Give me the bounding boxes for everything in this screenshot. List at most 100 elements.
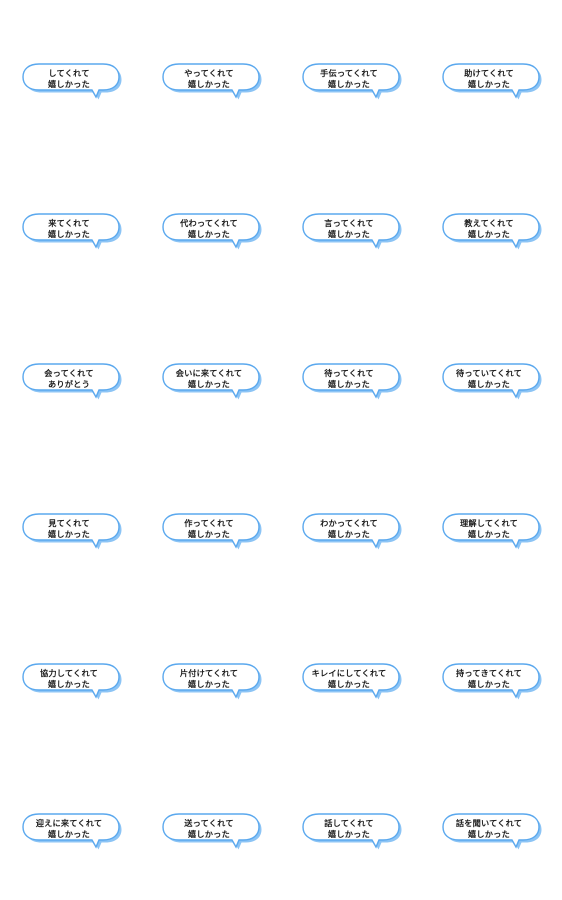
- sticker-line-2: 嬉しかった: [188, 79, 230, 89]
- sticker-9[interactable]: 会ってくれて ありがとう: [1, 300, 141, 450]
- sticker-text: 待ってくれて 嬉しかった: [303, 364, 395, 394]
- sticker-17[interactable]: 協力してくれて 嬉しかった: [1, 600, 141, 750]
- sticker-12[interactable]: 待っていてくれて 嬉しかった: [421, 300, 561, 450]
- speech-bubble-icon: [302, 63, 402, 100]
- sticker-11[interactable]: 待ってくれて 嬉しかった: [281, 300, 421, 450]
- sticker-line-1: 会ってくれて: [44, 368, 94, 378]
- sticker-16[interactable]: 理解してくれて 嬉しかった: [421, 450, 561, 600]
- sticker-line-2: 嬉しかった: [48, 829, 90, 839]
- sticker-line-1: やってくれて: [184, 68, 234, 78]
- speech-bubble-icon: [162, 813, 262, 850]
- sticker-line-2: 嬉しかった: [468, 79, 510, 89]
- sticker-line-2: 嬉しかった: [468, 229, 510, 239]
- speech-bubble-icon: [442, 213, 542, 250]
- sticker-line-1: 教えてくれて: [464, 218, 514, 228]
- sticker-14[interactable]: 作ってくれて 嬉しかった: [141, 450, 281, 600]
- sticker-line-1: 持ってきてくれて: [456, 668, 522, 678]
- speech-bubble-icon: [302, 363, 402, 400]
- sticker-line-1: 話を聞いてくれて: [455, 818, 523, 828]
- sticker-line-2: 嬉しかった: [468, 679, 510, 689]
- speech-bubble-icon: [22, 63, 122, 100]
- sticker-text: 作ってくれて 嬉しかった: [163, 514, 255, 544]
- sticker-line-2: 嬉しかった: [48, 229, 90, 239]
- sticker-line-1: わかってくれて: [320, 518, 378, 528]
- sticker-text: 話を聞いてくれて 嬉しかった: [443, 814, 535, 844]
- sticker-line-2: 嬉しかった: [328, 529, 370, 539]
- sticker-line-1: 来てくれて: [48, 218, 90, 228]
- sticker-text: 持ってきてくれて 嬉しかった: [443, 664, 535, 694]
- sticker-line-1: 協力してくれて: [40, 668, 98, 678]
- sticker-text: 理解してくれて 嬉しかった: [443, 514, 535, 544]
- sticker-line-1: 待っていてくれて: [456, 368, 522, 378]
- sticker-line-2: 嬉しかった: [188, 229, 230, 239]
- speech-bubble-icon: [442, 663, 542, 700]
- sticker-1[interactable]: してくれて 嬉しかった: [1, 0, 141, 150]
- sticker-line-2: ありがとう: [48, 379, 90, 389]
- sticker-6[interactable]: 代わってくれて 嬉しかった: [141, 150, 281, 300]
- sticker-line-2: 嬉しかった: [468, 529, 510, 539]
- sticker-text: してくれて 嬉しかった: [23, 64, 115, 94]
- sticker-7[interactable]: 言ってくれて 嬉しかった: [281, 150, 421, 300]
- sticker-21[interactable]: 迎えに来てくれて 嬉しかった: [1, 750, 141, 900]
- sticker-5[interactable]: 来てくれて 嬉しかった: [1, 150, 141, 300]
- sticker-text: 教えてくれて 嬉しかった: [443, 214, 535, 244]
- speech-bubble-icon: [302, 213, 402, 250]
- sticker-20[interactable]: 持ってきてくれて 嬉しかった: [421, 600, 561, 750]
- sticker-19[interactable]: キレイにしてくれて 嬉しかった: [281, 600, 421, 750]
- speech-bubble-icon: [22, 663, 122, 700]
- sticker-text: 迎えに来てくれて 嬉しかった: [23, 814, 115, 844]
- sticker-13[interactable]: 見てくれて 嬉しかった: [1, 450, 141, 600]
- sticker-text: 片付けてくれて 嬉しかった: [163, 664, 255, 694]
- sticker-line-2: 嬉しかった: [328, 379, 370, 389]
- sticker-15[interactable]: わかってくれて 嬉しかった: [281, 450, 421, 600]
- speech-bubble-icon: [22, 513, 122, 550]
- speech-bubble-icon: [22, 213, 122, 250]
- sticker-2[interactable]: やってくれて 嬉しかった: [141, 0, 281, 150]
- sticker-text: 手伝ってくれて 嬉しかった: [303, 64, 395, 94]
- sticker-line-1: 迎えに来てくれて: [35, 818, 103, 828]
- speech-bubble-icon: [442, 513, 542, 550]
- sticker-line-1: 見てくれて: [48, 518, 90, 528]
- sticker-line-2: 嬉しかった: [48, 529, 90, 539]
- speech-bubble-icon: [302, 663, 402, 700]
- speech-bubble-icon: [442, 63, 542, 100]
- sticker-4[interactable]: 助けてくれて 嬉しかった: [421, 0, 561, 150]
- sticker-3[interactable]: 手伝ってくれて 嬉しかった: [281, 0, 421, 150]
- sticker-line-2: 嬉しかった: [328, 79, 370, 89]
- sticker-line-1: 作ってくれて: [184, 518, 234, 528]
- sticker-23[interactable]: 話してくれて 嬉しかった: [281, 750, 421, 900]
- sticker-line-2: 嬉しかった: [328, 229, 370, 239]
- speech-bubble-icon: [302, 813, 402, 850]
- speech-bubble-icon: [162, 663, 262, 700]
- speech-bubble-icon: [162, 363, 262, 400]
- sticker-text: やってくれて 嬉しかった: [163, 64, 255, 94]
- speech-bubble-icon: [22, 813, 122, 850]
- speech-bubble-icon: [442, 813, 542, 850]
- sticker-18[interactable]: 片付けてくれて 嬉しかった: [141, 600, 281, 750]
- sticker-text: 言ってくれて 嬉しかった: [303, 214, 395, 244]
- sticker-text: 助けてくれて 嬉しかった: [443, 64, 535, 94]
- sticker-line-2: 嬉しかった: [328, 679, 370, 689]
- sticker-line-1: 会いに来てくれて: [175, 368, 243, 378]
- sticker-text: 代わってくれて 嬉しかった: [163, 214, 255, 244]
- sticker-line-1: 言ってくれて: [324, 218, 374, 228]
- speech-bubble-icon: [162, 63, 262, 100]
- sticker-24[interactable]: 話を聞いてくれて 嬉しかった: [421, 750, 561, 900]
- sticker-10[interactable]: 会いに来てくれて 嬉しかった: [141, 300, 281, 450]
- sticker-22[interactable]: 送ってくれて 嬉しかった: [141, 750, 281, 900]
- sticker-line-1: 理解してくれて: [460, 518, 518, 528]
- sticker-line-1: 代わってくれて: [180, 218, 238, 228]
- sticker-text: 待っていてくれて 嬉しかった: [443, 364, 535, 394]
- speech-bubble-icon: [442, 363, 542, 400]
- sticker-text: 見てくれて 嬉しかった: [23, 514, 115, 544]
- sticker-line-1: 片付けてくれて: [179, 668, 239, 678]
- sticker-text: 来てくれて 嬉しかった: [23, 214, 115, 244]
- sticker-line-2: 嬉しかった: [188, 679, 230, 689]
- sticker-line-2: 嬉しかった: [468, 829, 510, 839]
- sticker-text: わかってくれて 嬉しかった: [303, 514, 395, 544]
- sticker-line-2: 嬉しかった: [48, 79, 90, 89]
- sticker-8[interactable]: 教えてくれて 嬉しかった: [421, 150, 561, 300]
- sticker-line-2: 嬉しかった: [328, 829, 370, 839]
- sticker-text: 話してくれて 嬉しかった: [303, 814, 395, 844]
